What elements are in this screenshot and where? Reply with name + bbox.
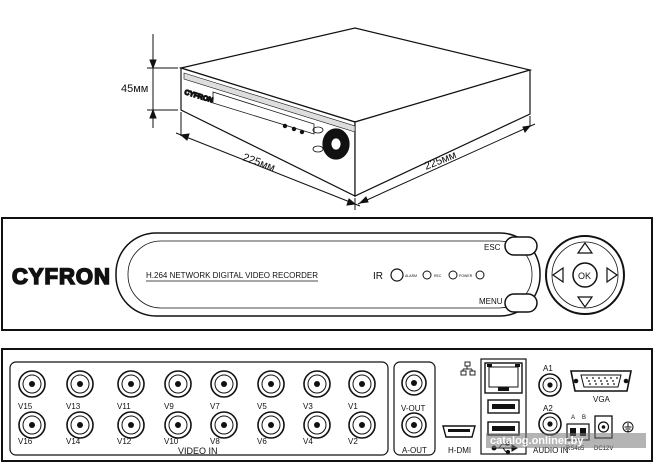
- ok-button[interactable]: [572, 262, 598, 288]
- nav-down-arrow-icon[interactable]: [576, 296, 594, 309]
- box-led: [282, 123, 288, 129]
- audio-in-a2-connector[interactable]: [538, 412, 562, 436]
- video-channel-label: V4: [303, 437, 313, 446]
- bnc-video-input[interactable]: [303, 411, 331, 439]
- nav-right-arrow-icon[interactable]: [606, 266, 619, 284]
- front-ir-label: IR: [373, 271, 383, 282]
- video-channel-label: V8: [210, 437, 220, 446]
- bnc-video-input[interactable]: [18, 411, 46, 439]
- front-esc-label: ESC: [484, 243, 501, 252]
- video-channel-label: V2: [348, 437, 358, 446]
- watermark-backdrop: [486, 433, 646, 448]
- audio-in-a1-connector[interactable]: [538, 373, 562, 397]
- nav-up-arrow-icon[interactable]: [576, 241, 594, 254]
- video-channel-label: V12: [117, 437, 132, 446]
- alarm-led-icon: [422, 270, 432, 280]
- front-panel: CYFRON H.264 NETWORK DIGITAL VIDEO RECOR…: [1, 217, 653, 331]
- ok-button-label: OK: [578, 271, 591, 281]
- menu-button[interactable]: [504, 293, 538, 313]
- watermark-text: catalog.onliner.by: [490, 435, 584, 447]
- rec-led-icon: [448, 270, 458, 280]
- video-channel-label: V15: [18, 402, 33, 411]
- lan-port[interactable]: [484, 362, 523, 394]
- box-nav-pad-ok: [330, 137, 342, 151]
- network-icon: [460, 361, 476, 376]
- bnc-video-input[interactable]: [66, 411, 94, 439]
- audio-a1-label: A1: [543, 364, 553, 373]
- bnc-video-input[interactable]: [18, 370, 46, 398]
- box-front-window: [212, 91, 315, 135]
- rs485-pin-a-label: A: [571, 415, 575, 421]
- hdmi-label: H-DMI: [448, 446, 471, 455]
- bnc-video-input[interactable]: [257, 370, 285, 398]
- power-led-icon: [475, 270, 485, 280]
- output-group: [393, 361, 436, 456]
- video-channel-label: V1: [348, 402, 358, 411]
- v-out-label: V-OUT: [401, 404, 426, 413]
- isometric-view: CYFRON: [178, 27, 533, 197]
- bnc-video-input[interactable]: [117, 411, 145, 439]
- box-right-face: [354, 69, 531, 197]
- bnc-video-input[interactable]: [164, 411, 192, 439]
- video-channel-label: V7: [210, 402, 220, 411]
- bnc-video-input[interactable]: [257, 411, 285, 439]
- bnc-video-input[interactable]: [117, 370, 145, 398]
- width-dimension: [175, 112, 361, 210]
- bnc-video-input[interactable]: [348, 370, 376, 398]
- video-channel-label: V14: [66, 437, 81, 446]
- video-channel-label: V3: [303, 402, 313, 411]
- audio-a2-label: A2: [543, 404, 553, 413]
- front-menu-label: MENU: [479, 297, 503, 306]
- video-channel-label: V16: [18, 437, 33, 446]
- nav-left-arrow-icon[interactable]: [551, 266, 564, 284]
- box-menu-button: [312, 145, 324, 153]
- video-in-label: VIDEO IN: [178, 446, 218, 456]
- bnc-video-input[interactable]: [164, 370, 192, 398]
- rs485-label: RS485: [566, 446, 585, 452]
- front-led-label-power: POWER: [459, 274, 473, 278]
- rs485-pin-b-label: B: [582, 415, 586, 421]
- video-in-group: [9, 361, 389, 456]
- bnc-video-input[interactable]: [210, 411, 238, 439]
- video-channel-label: V10: [164, 437, 179, 446]
- video-channel-label: V6: [257, 437, 267, 446]
- box-led: [291, 126, 297, 132]
- vga-label: VGA: [593, 395, 611, 404]
- audio-in-label: AUDIO IN: [533, 446, 569, 455]
- front-led-label-alarm: ALARM: [405, 274, 417, 278]
- bnc-video-input[interactable]: [66, 370, 94, 398]
- ir-sensor-icon: [390, 268, 404, 282]
- video-channel-label: V5: [257, 402, 267, 411]
- front-display-inner: [127, 240, 533, 309]
- bnc-video-input[interactable]: [348, 411, 376, 439]
- esc-button[interactable]: [504, 236, 538, 256]
- a-out-label: A-OUT: [402, 446, 427, 455]
- a-out-connector[interactable]: [401, 412, 427, 438]
- v-out-connector[interactable]: [401, 370, 427, 396]
- box-led: [299, 129, 305, 135]
- height-dimension: [147, 34, 178, 128]
- box-front-bevel: [183, 72, 356, 133]
- dc-label: DC12V: [594, 446, 613, 452]
- front-model-label: H.264 NETWORK DIGITAL VIDEO RECORDER: [146, 271, 318, 280]
- depth-dimension: [357, 116, 536, 205]
- front-brand-logo: CYFRON: [12, 264, 111, 289]
- video-channel-label: V13: [66, 402, 81, 411]
- front-led-label-rec: REC: [434, 274, 442, 278]
- height-dimension-label: 45мм: [121, 83, 148, 95]
- front-display-outline: [115, 232, 541, 317]
- video-channel-label: V9: [164, 402, 174, 411]
- usb-port-top[interactable]: [487, 399, 520, 414]
- bnc-video-input[interactable]: [210, 370, 238, 398]
- ground-icon: [622, 421, 634, 433]
- vga-port[interactable]: [570, 370, 632, 392]
- box-esc-button: [312, 126, 324, 134]
- bnc-video-input[interactable]: [303, 370, 331, 398]
- video-channel-label: V11: [117, 402, 131, 411]
